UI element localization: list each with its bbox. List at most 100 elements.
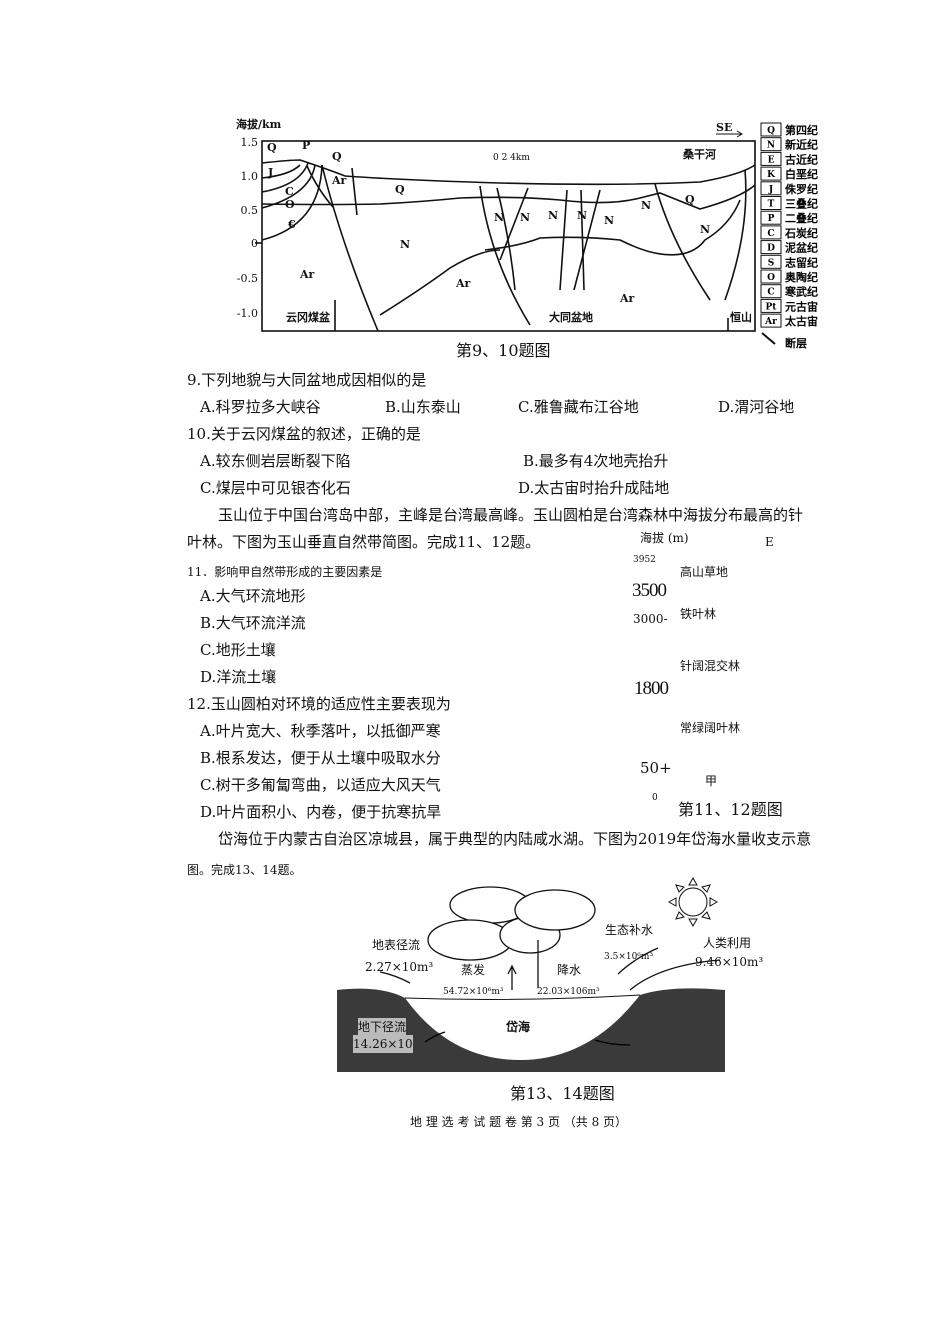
legend-swatch [760,151,782,166]
legend-swatch [760,313,782,328]
legend-code: Pt [766,302,778,312]
question-9: 9.下列地貌与大同盆地成因相似的是 [187,371,427,389]
legend-swatch [760,225,782,240]
option: B.根系发达，便于从土壤中吸取水分 [200,749,441,767]
y-axis-label: 海拔 (m) [640,531,689,545]
eco-water-value: 3.5×10⁶m³ [604,952,654,962]
stratum-label: Q [395,183,405,196]
y-tick: -1.0 [237,307,258,320]
legend-name: 三叠纪 [785,197,818,211]
stratum-label: C [285,185,294,198]
legend-code: E [768,155,775,165]
lake-label: 岱海 [506,1020,531,1034]
y-axis-label: 海拔/km [236,117,282,131]
region-label: 云冈煤盆 [286,310,331,324]
legend-code: T [768,200,775,210]
legend-fault-label: 断层 [785,336,807,350]
option: A.叶片宽大、秋季落叶，以抵御严寒 [200,722,441,740]
legend-name: 新近纪 [785,138,818,152]
legend-swatch [760,298,782,313]
river-label: 桑干河 [682,147,716,161]
legend-name: 第四纪 [785,123,818,137]
y-tick: 0.5 [241,204,259,217]
legend-code: N [767,141,775,151]
legend-code: K [767,170,776,180]
zone-label: 高山草地 [680,565,729,579]
figure-caption: 第9、10题图 [456,341,551,360]
option: B.最多有4次地壳抬升 [523,452,669,470]
option: D.太古宙时抬升成陆地 [518,479,670,497]
human-use-value: 9.46×10m³ [695,955,764,969]
legend-swatch [760,196,782,210]
zone-label: 常绿阔叶林 [680,721,741,735]
human-use-label: 人类利用 [703,936,752,950]
stratum-label: N [548,209,558,222]
option: A.科罗拉多大峡谷 [200,398,321,416]
stratum-label: Q [332,150,342,163]
legend-name: 二叠纪 [785,211,818,225]
option: D.叶片面积小、内卷，便于抗寒抗旱 [200,803,442,821]
elevation-label: 3500 [632,580,667,601]
legend-name: 元古宙 [785,299,818,313]
option: C.地形土壤 [200,641,276,659]
legend-swatch [760,269,782,284]
legend-swatch [760,210,782,225]
stratum-label: P [302,139,310,152]
scale-bar: 0 2 4km [493,153,530,163]
legend-name: 奥陶纪 [784,270,818,284]
surface-line [261,159,756,186]
zone-label: 针阔混交林 [680,659,741,673]
legend-code: C [767,288,774,298]
stratum-label: € [287,218,296,231]
elevation-label: 3952 [633,555,656,565]
precipitation-label: 降水 [557,963,582,977]
surface-runoff-value: 2.27×10m³ [365,960,434,974]
evaporation-arrow [507,964,517,990]
elevation-label: 0 [652,793,658,803]
page-footer: 地 理 选 考 试 题 卷 第 3 页 （共 8 页） [410,1115,628,1129]
question-12: 12.玉山圆柏对环境的适应性主要表现为 [187,695,451,713]
legend-swatch [760,166,782,181]
precipitation-value: 22.03×106m³ [537,987,600,997]
legend-swatch [760,254,782,269]
legend-code: Ar [764,317,777,327]
sun-icon [667,876,719,928]
paragraph-line: 叶林。下图为玉山垂直自然带简图。完成11、12题。 [187,533,541,551]
stratum-label: N [700,223,710,236]
stratum-label: Ar [299,268,315,281]
stratum-label: N [400,238,410,251]
section-frame [261,140,756,332]
legend-name: 石炭纪 [784,226,818,240]
zone-label: 甲 [705,774,718,788]
fault-icon [761,332,776,345]
legend-name: 太古宙 [784,314,818,328]
option: C.雅鲁藏布江谷地 [518,398,639,416]
option: D.洋流土壤 [200,668,277,686]
option: A.较东侧岩层断裂下陷 [200,452,351,470]
legend-code: P [768,214,775,224]
stratum-label: N [604,214,614,227]
y-tick: 0 [251,237,258,250]
eco-water-label: 生态补水 [605,923,654,937]
option: D.渭河谷地 [718,398,795,416]
paragraph-line: 图。完成13、14题。 [187,863,302,877]
stratum-label: Ar [619,292,635,305]
figure-caption: 第13、14题图 [510,1084,615,1103]
legend-code: C [767,229,774,239]
evaporation-label: 蒸发 [461,963,486,977]
paragraph-line: 岱海位于内蒙古自治区凉城县，属于典型的内陆咸水湖。下图为2019年岱海水量收支示… [218,830,812,848]
evaporation-value: 54.72×10⁶m³ [443,987,504,997]
groundwater-value: 14.26×10 [353,1035,413,1053]
elevation-label: 3000- [633,612,668,626]
stratum-label: Q [267,141,277,154]
legend-code: O [767,273,775,283]
stratum-label: O [285,198,295,211]
legend-code: J [768,185,773,195]
option: A.大气环流地形 [200,587,306,605]
geologic-cross-section: 1.5 1.0 0.5 0 -0.5 -1.0 海拔/km SE 0 2 4km… [236,117,818,350]
question-10: 10.关于云冈煤盆的叙述，正确的是 [187,425,421,443]
elevation-label: 50+ [640,759,672,777]
zone-label: 铁叶林 [680,607,717,621]
